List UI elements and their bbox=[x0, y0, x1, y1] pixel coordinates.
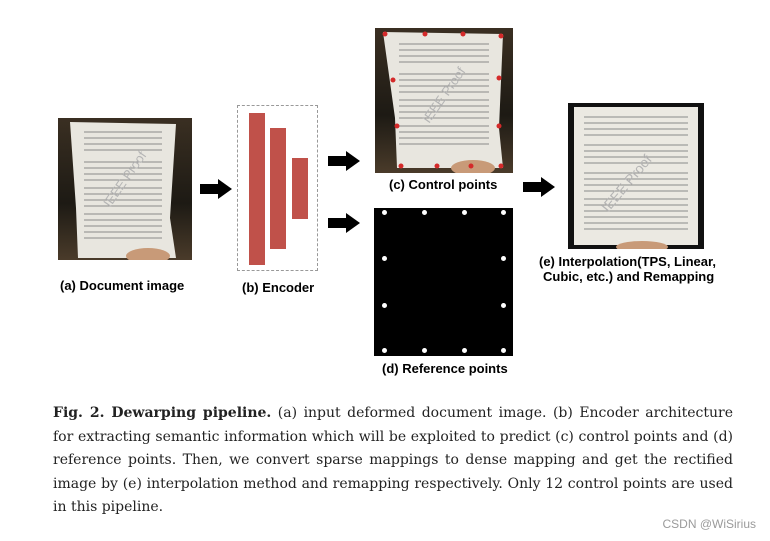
control-points bbox=[382, 31, 504, 169]
reference-point bbox=[382, 303, 387, 308]
caption-lead: Fig. 2. Dewarping pipeline. bbox=[53, 405, 272, 421]
caption-body: (a) input deformed document image. (b) E… bbox=[53, 405, 733, 515]
reference-point bbox=[501, 256, 506, 261]
reference-point bbox=[462, 210, 467, 215]
label-reference-points: (d) Reference points bbox=[382, 361, 508, 376]
source-watermark: CSDN @WiSirius bbox=[662, 517, 756, 531]
encoder-layer-1 bbox=[249, 113, 265, 265]
reference-point bbox=[501, 210, 506, 215]
reference-point bbox=[382, 348, 387, 353]
encoder-diagram bbox=[237, 105, 318, 271]
control-points-image: IEEE Proof bbox=[375, 28, 513, 173]
label-interpolation-line1: (e) Interpolation(TPS, Linear, bbox=[539, 254, 716, 269]
arrow-right-icon bbox=[328, 151, 360, 171]
reference-points-image bbox=[374, 208, 513, 356]
encoder-layer-2 bbox=[270, 128, 286, 249]
rectified-image: IEEE Proof bbox=[568, 103, 704, 249]
reference-point bbox=[382, 256, 387, 261]
label-interpolation-line2: Cubic, etc.) and Remapping bbox=[543, 269, 715, 284]
arrow-right-icon bbox=[523, 177, 555, 197]
reference-point bbox=[462, 348, 467, 353]
label-control-points: (c) Control points bbox=[389, 177, 498, 192]
encoder-layer-3 bbox=[292, 158, 308, 219]
reference-point bbox=[501, 303, 506, 308]
reference-point bbox=[422, 348, 427, 353]
document-image: IEEE Proof bbox=[58, 118, 192, 260]
reference-point bbox=[501, 348, 506, 353]
label-encoder: (b) Encoder bbox=[242, 280, 315, 295]
figure-caption: Fig. 2. Dewarping pipeline. (a) input de… bbox=[53, 402, 733, 520]
reference-point bbox=[422, 210, 427, 215]
arrow-right-icon bbox=[328, 213, 360, 233]
label-document-image: (a) Document image bbox=[60, 278, 185, 293]
arrow-right-icon bbox=[200, 179, 232, 199]
reference-point bbox=[382, 210, 387, 215]
